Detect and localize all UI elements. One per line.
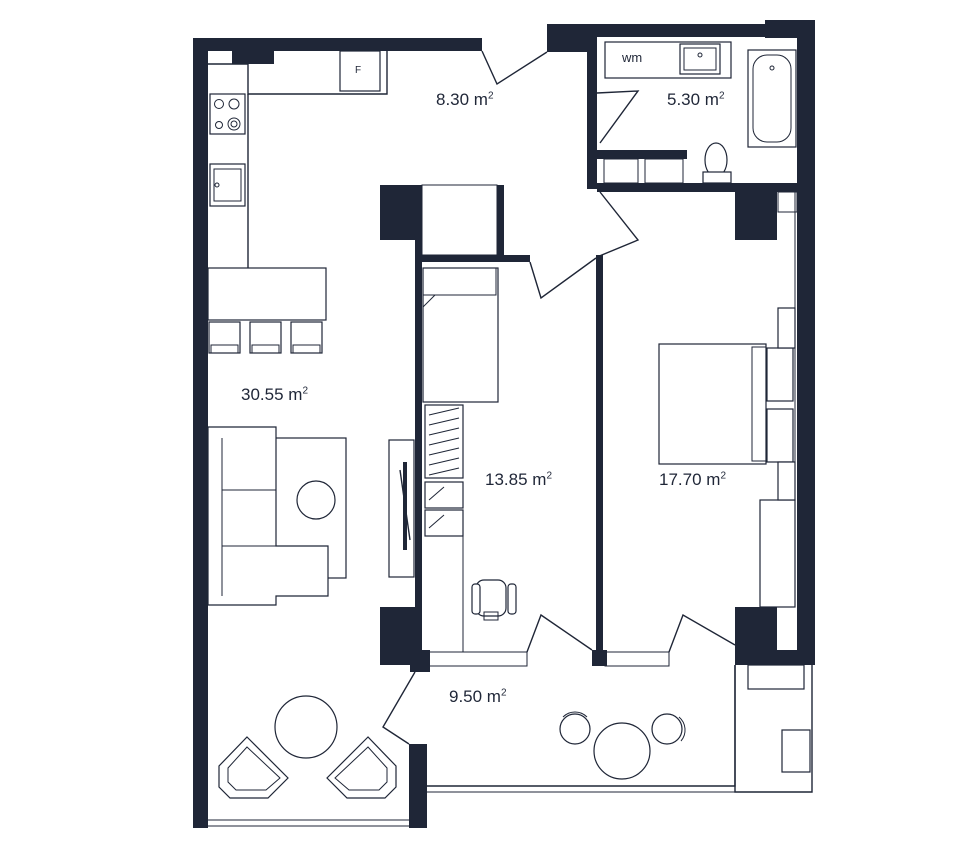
hob xyxy=(209,93,246,135)
balcony-stool-right xyxy=(651,713,686,745)
tv-unit xyxy=(388,439,415,578)
shelving xyxy=(424,404,464,537)
kitchen-island xyxy=(207,267,327,321)
hall-area-label: 8.30 m2 xyxy=(436,90,494,109)
lounge-chair-left xyxy=(218,736,289,799)
doors xyxy=(382,50,736,745)
balcony-area-label: 9.50 m2 xyxy=(449,687,507,706)
lounge-chair-right xyxy=(326,736,397,799)
living-area-label: 30.55 m2 xyxy=(241,385,308,404)
balcony-table-right xyxy=(593,722,651,780)
washing-machine-label: wm xyxy=(622,50,643,65)
bedroom-area-label: 17.70 m2 xyxy=(659,470,726,489)
coffee-table xyxy=(296,480,336,520)
bathtub xyxy=(747,49,797,148)
fridge-label: F xyxy=(355,65,362,76)
double-bed xyxy=(658,307,796,501)
fridge xyxy=(339,50,381,92)
bathroom-sink xyxy=(679,43,721,75)
toilet xyxy=(702,142,732,184)
desk-chair xyxy=(471,579,517,621)
balcony-stool-left xyxy=(559,711,591,745)
study-area-label: 13.85 m2 xyxy=(485,470,552,489)
walls xyxy=(193,20,815,828)
outlines xyxy=(204,50,813,827)
kitchen-sink xyxy=(209,163,246,207)
single-bed xyxy=(422,267,499,403)
bar-stools xyxy=(208,321,323,354)
bathroom-area-label: 5.30 m2 xyxy=(667,90,725,109)
balcony-table-left xyxy=(274,695,338,759)
